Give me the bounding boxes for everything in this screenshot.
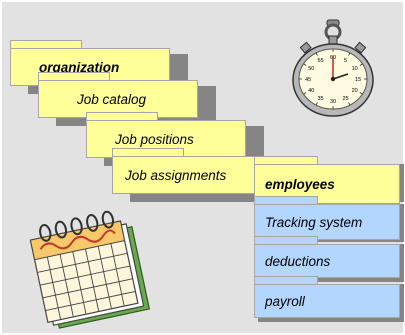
dial-number: 35 bbox=[317, 96, 323, 102]
dial-number: 30 bbox=[330, 99, 336, 105]
folder-label: Tracking system bbox=[265, 214, 363, 230]
dial-tick bbox=[315, 52, 318, 56]
dial-tick bbox=[359, 63, 363, 66]
dial-number: 45 bbox=[305, 77, 311, 83]
dial-number: 15 bbox=[355, 77, 361, 83]
folder-label: employees bbox=[265, 176, 335, 192]
folder-label: payroll bbox=[265, 293, 305, 309]
folder-label: deductions bbox=[265, 253, 331, 269]
folder-label: Job catalog bbox=[77, 91, 147, 107]
dial-number: 40 bbox=[308, 88, 314, 94]
dial-tick bbox=[348, 52, 351, 56]
dial-tick bbox=[303, 63, 307, 66]
dial-number: 50 bbox=[308, 66, 314, 72]
dial-tick bbox=[348, 102, 351, 106]
dial-number: 10 bbox=[352, 66, 358, 72]
dial-tick bbox=[359, 92, 363, 95]
folder-label: Job positions bbox=[115, 131, 194, 147]
dial-number: 5 bbox=[344, 58, 347, 64]
dial-number: 55 bbox=[317, 58, 323, 64]
calendar-icon bbox=[29, 210, 151, 329]
dial-tick bbox=[315, 102, 318, 106]
dial-number: 20 bbox=[352, 88, 358, 94]
stopwatch-icon: 60510152025303540455055 bbox=[292, 19, 374, 117]
folder-label: Job assignments bbox=[125, 167, 227, 183]
folder-label: organization bbox=[39, 59, 120, 75]
dial-number: 25 bbox=[342, 96, 348, 102]
dial-tick bbox=[303, 92, 307, 95]
